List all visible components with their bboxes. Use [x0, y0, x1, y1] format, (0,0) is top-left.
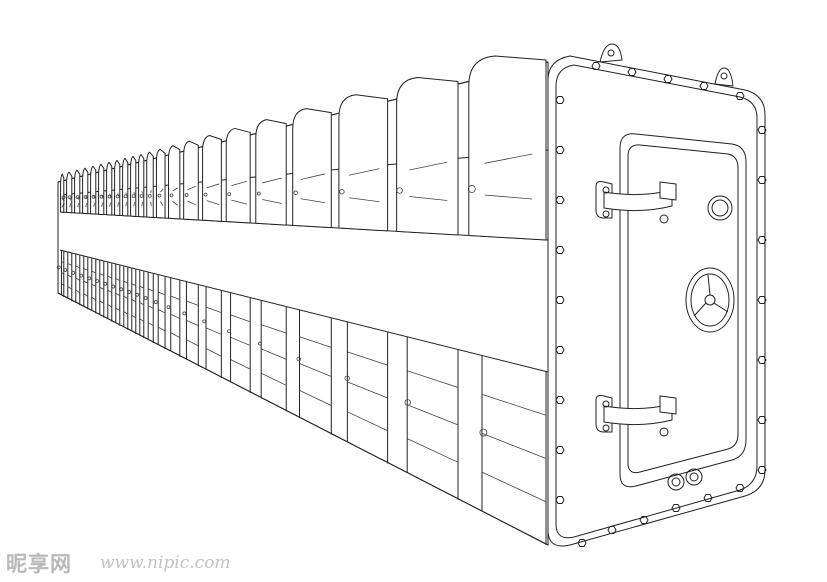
watermark-url: www.nipic.com: [100, 553, 231, 573]
handwheel-icon: [685, 267, 735, 333]
lower-ribs: [56, 250, 547, 545]
bolts: [555, 62, 767, 547]
hinge-icon: [595, 395, 677, 437]
watertight-door-icon: [619, 133, 747, 491]
upper-ribs: [60, 55, 547, 241]
hinge-icon: [595, 181, 677, 224]
watermark-id: ID:165627 NO:20120504172439717123: [614, 556, 819, 568]
watermark-logo: 昵享网: [6, 551, 72, 576]
